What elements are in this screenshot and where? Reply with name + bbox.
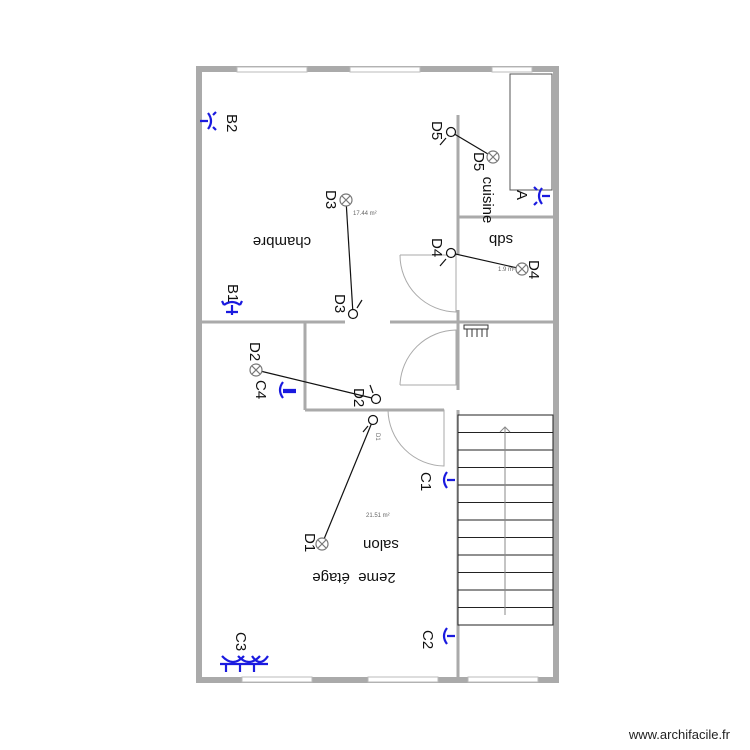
label-D2: D2 [350,388,367,407]
windows [236,66,539,683]
socket-icon-B1 [221,300,243,315]
switches [347,126,457,433]
label-D1-small: D1 [374,433,380,441]
lamp-icon [486,150,500,164]
room-name-cuisine: cuisine [479,177,496,224]
level-label: 2eme étage [312,569,395,586]
sockets [200,111,550,672]
label-B2: B2 [223,114,240,132]
switch-icon [369,384,382,405]
label-D1: D1 [301,533,318,552]
socket-icon-C4 [278,381,296,399]
label-D5: D5 [428,121,445,140]
room-area-chambre: 17.44 m² [353,211,377,217]
socket-icon-C2 [442,627,455,645]
label-C3: C3 [232,632,249,651]
label-D5: D5 [470,152,487,171]
lamp-icon [339,193,353,207]
label-C4: C4 [252,380,269,399]
label-D4: D4 [525,260,542,279]
switch-icon [439,126,457,146]
label-D3: D3 [331,294,348,313]
room-name-sdb: sdb [489,231,513,248]
wiring [255,131,523,545]
staircase [457,414,554,626]
labels: B2 B1 A D5 D5 D3 D3 D4 D4 D2 D2 D1 D1 C4… [223,114,542,651]
label-C1: C1 [417,472,434,491]
watermark[interactable]: www.archifacile.fr [628,727,730,742]
doors [387,254,457,467]
lamp-icon [315,537,329,551]
switch-icon [439,247,457,267]
room-area-salon: 21.51 m² [366,513,390,519]
socket-icon-A [533,186,550,206]
room-area-sdb: 1.9 m² [498,267,515,273]
lamps [249,150,529,551]
lamp-icon [249,363,263,377]
lamp-icon [515,262,529,276]
radiator [463,324,489,330]
label-D4: D4 [428,238,445,257]
switch-icon [362,414,379,433]
kitchen-counter [509,73,553,191]
label-D2: D2 [246,342,263,361]
socket-icon-C3 [220,655,269,672]
radiator-fins [466,329,488,337]
label-D3: D3 [322,190,339,209]
label-B1: B1 [224,284,241,302]
socket-icon-C1 [442,471,455,489]
room-name-chambre: chambre [253,233,311,250]
switch-icon [347,299,363,320]
socket-icon-B2 [200,111,217,131]
label-A: A [513,190,530,200]
label-C2: C2 [419,630,436,649]
room-name-salon: salon [363,536,399,553]
